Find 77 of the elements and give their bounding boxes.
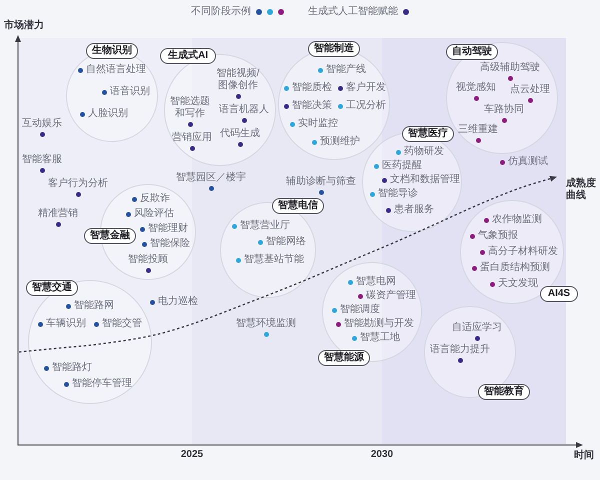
application-label: 智能客服	[22, 154, 62, 166]
curve-label: 成熟度曲线	[566, 178, 597, 202]
application-label: 代码生成	[220, 128, 260, 140]
application-label: 智能决策	[292, 100, 332, 112]
category-tag: 智能制造	[308, 41, 360, 57]
category-tag: AI4S	[540, 286, 578, 302]
legend-label: 不同阶段示例	[191, 5, 251, 19]
category-tag: 智慧电信	[272, 198, 324, 214]
application-label: 车路协同	[484, 104, 524, 116]
application-label: 文档和数据管理	[390, 174, 460, 186]
application-label: 自然语言处理	[86, 64, 146, 76]
application-label: 智能网络	[266, 236, 306, 248]
category-tag: 智慧医疗	[402, 126, 454, 142]
axis-title: 时间	[574, 450, 594, 462]
application-label: 天文发现	[498, 278, 538, 290]
category-tag: 智慧交通	[26, 280, 78, 296]
application-label: 高分子材料研发	[488, 246, 558, 258]
category-tag: 生物识别	[86, 43, 138, 59]
category-tag: 智慧金融	[84, 228, 136, 244]
application-label: 智慧工地	[360, 332, 400, 344]
application-label: 营销应用	[172, 132, 212, 144]
application-label: 智能停车管理	[72, 378, 132, 390]
application-label: 语音识别	[110, 86, 150, 98]
application-label: 辅助诊断与筛查	[286, 176, 356, 188]
application-label: 反欺诈	[140, 193, 170, 205]
application-label: 患者服务	[394, 204, 434, 216]
application-label: 气象预报	[478, 230, 518, 242]
application-label: 智慧环境监测	[236, 318, 296, 330]
application-label: 点云处理	[510, 84, 550, 96]
application-label: 智能质检	[292, 82, 332, 94]
application-label: 智慧营业厅	[240, 220, 290, 232]
application-label: 预测维护	[320, 136, 360, 148]
category-tag: 智能教育	[478, 384, 530, 400]
axis-title: 市场潜力	[4, 20, 44, 32]
application-label: 视觉感知	[456, 82, 496, 94]
application-label: 客户行为分析	[48, 178, 108, 190]
application-label: 智能交管	[102, 318, 142, 330]
application-label: 智慧园区／楼宇	[176, 172, 246, 184]
application-label: 智能理财	[148, 223, 188, 235]
application-label: 精准营销	[38, 208, 78, 220]
application-label: 智能保险	[150, 238, 190, 250]
application-label: 电力巡检	[158, 296, 198, 308]
application-label: 智能视频/图像创作	[216, 68, 260, 92]
application-label: 智慧基站节能	[244, 254, 304, 266]
category-tag: 自动驾驶	[446, 44, 498, 60]
application-label: 客户开发	[346, 82, 386, 94]
application-label: 蛋白质结构预测	[480, 262, 550, 274]
application-label: 碳资产管理	[366, 290, 416, 302]
legend-label: 生成式人工智能赋能	[308, 5, 398, 19]
application-label: 工况分析	[346, 100, 386, 112]
application-label: 智能导诊	[378, 188, 418, 200]
application-label: 智能路网	[74, 300, 114, 312]
application-label: 智能路灯	[52, 362, 92, 374]
application-label: 智能产线	[326, 64, 366, 76]
application-label: 仿真测试	[508, 156, 548, 168]
application-label: 智能勘测与开发	[344, 318, 414, 330]
application-label: 高级辅助驾驶	[480, 62, 540, 74]
application-label: 人脸识别	[88, 108, 128, 120]
application-label: 农作物监测	[492, 214, 542, 226]
application-label: 智能调度	[340, 304, 380, 316]
application-label: 风险评估	[134, 208, 174, 220]
category-tag: 生成式AI	[160, 48, 216, 64]
application-label: 自适应学习	[452, 322, 502, 334]
application-label: 三维重建	[458, 124, 498, 136]
application-label: 语言机器人	[219, 104, 269, 116]
tick-label: 2030	[370, 449, 394, 461]
application-label: 智能投顾	[128, 254, 168, 266]
application-label: 实时监控	[298, 118, 338, 130]
application-label: 智能选题和写作	[169, 96, 211, 120]
category-tag: 智慧能源	[318, 350, 370, 366]
application-label: 医药提醒	[382, 160, 422, 172]
application-label: 互动娱乐	[22, 118, 62, 130]
application-label: 智慧电网	[356, 276, 396, 288]
tick-label: 2025	[180, 449, 204, 461]
application-label: 车辆识别	[46, 318, 86, 330]
application-label: 语言能力提升	[430, 344, 490, 356]
application-label: 药物研发	[404, 146, 444, 158]
